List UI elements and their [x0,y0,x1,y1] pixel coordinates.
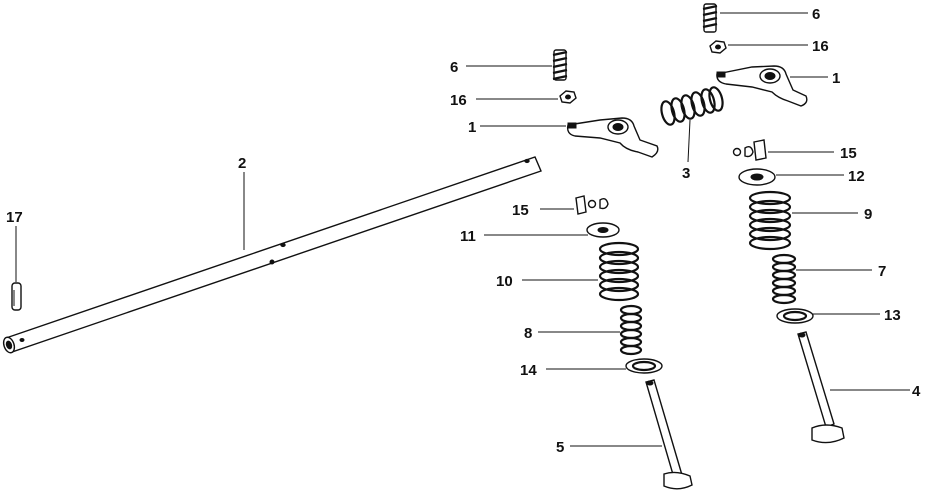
callout-10: 10 [496,273,513,290]
lock-nut-left [559,90,577,104]
callout-12: 12 [848,168,865,185]
callout-14: 14 [520,362,537,379]
callout-16-left: 16 [450,92,467,109]
callout-13: 13 [884,307,901,324]
callout-1-left: 1 [468,119,476,136]
rocker-shaft-spring [660,86,724,126]
callout-15-right: 15 [840,145,857,162]
callout-11: 11 [460,228,476,245]
callout-2: 2 [238,155,246,172]
valve-right [797,331,845,444]
callout-17: 17 [6,209,23,226]
callout-6-right: 6 [812,6,820,23]
outer-valve-spring-right [748,190,792,251]
callout-16-right: 16 [812,38,829,55]
spring-retainer-left [586,222,620,238]
rocker-arm-left [566,117,659,158]
callout-4: 4 [912,383,921,400]
spring-seat-right [776,308,814,324]
callout-15-left: 15 [512,202,529,219]
callout-6-left: 6 [450,59,458,76]
inner-valve-spring-right [771,253,797,305]
callout-labels: 6 16 1 6 16 1 3 15 12 9 7 13 4 2 17 15 1… [6,6,921,456]
valve-cotters-left [575,195,609,215]
spring-seat-left [625,358,663,374]
callout-8: 8 [524,325,532,342]
callout-1-right: 1 [832,70,840,87]
callout-9: 9 [864,206,872,223]
valve-cotters-right [732,139,767,161]
valve-left [645,379,693,490]
lock-nut-right [709,40,727,54]
callout-3: 3 [682,165,690,182]
callout-5: 5 [556,439,564,456]
spring-retainer-right [738,168,776,186]
outer-valve-spring-left [598,241,640,302]
dowel-pin [11,282,22,311]
adjusting-screw-right [702,3,718,33]
rocker-arm-right [716,65,808,107]
inner-valve-spring-left [619,304,643,356]
adjusting-screw-left [552,49,568,81]
callout-7: 7 [878,263,886,280]
rocker-shaft [2,156,542,354]
leader-lines [15,12,910,447]
